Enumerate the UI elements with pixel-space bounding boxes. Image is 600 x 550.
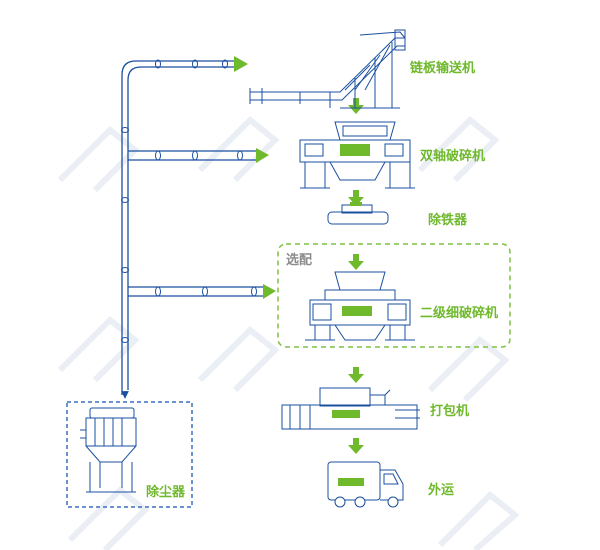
baler-drawing xyxy=(281,387,420,430)
label-baler: 打包机 xyxy=(430,403,469,419)
suction-nozzle-icons xyxy=(234,56,276,299)
label-chain-conveyor: 链板输送机 xyxy=(409,60,475,76)
fine-shredder-drawing xyxy=(305,271,415,341)
twin-shaft-shredder-drawing xyxy=(299,121,415,189)
truck-drawing xyxy=(327,461,404,508)
chain-conveyor-drawing xyxy=(249,29,406,109)
label-dust-collector: 除尘器 xyxy=(146,484,186,500)
dust-collector-box xyxy=(66,401,193,508)
magnet-separator-drawing xyxy=(327,202,389,225)
dust-duct xyxy=(121,59,264,399)
watermark-pattern xyxy=(57,115,520,550)
label-magnet-separator: 除铁器 xyxy=(428,212,468,228)
label-twin-shaft-shredder: 双轴破碎机 xyxy=(420,148,485,164)
flow-arrows xyxy=(348,98,364,454)
optional-box xyxy=(277,243,511,348)
dust-collector-drawing xyxy=(80,407,137,493)
label-fine-shredder: 二级细破碎机 xyxy=(420,305,498,321)
label-optional: 选配 xyxy=(286,252,312,268)
label-transport: 外运 xyxy=(427,482,454,498)
